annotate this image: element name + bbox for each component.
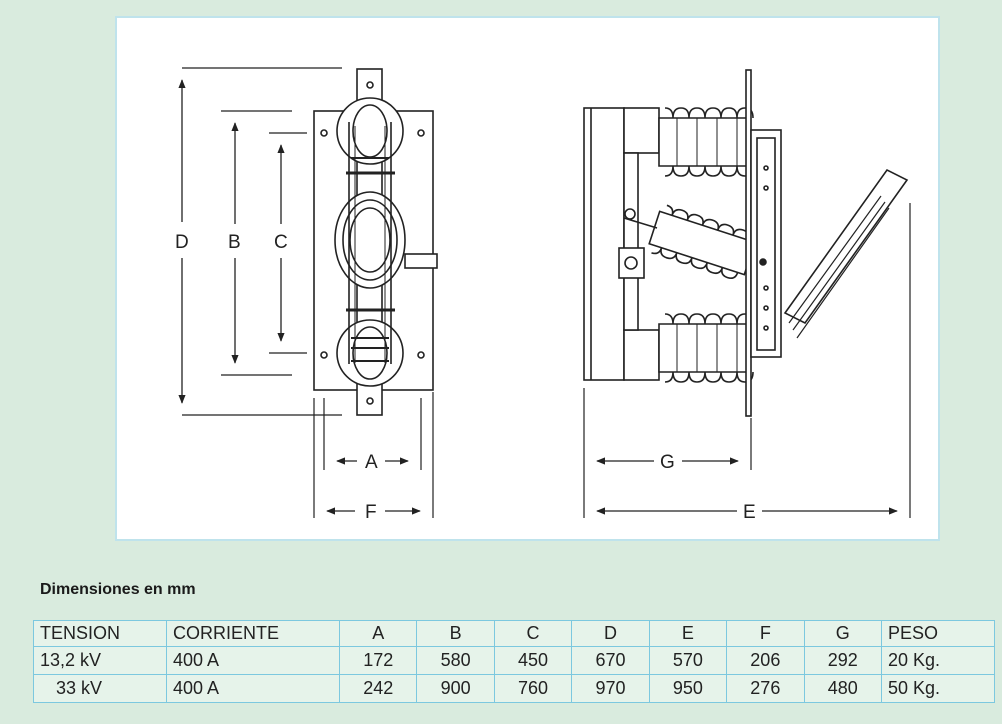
cell-a: 172 <box>338 646 418 675</box>
section-title: Dimensiones en mm <box>40 581 196 598</box>
col-header-tension: TENSION <box>33 620 167 647</box>
col-header-c: C <box>493 620 573 647</box>
cell-c: 450 <box>493 646 573 675</box>
col-header-e: E <box>648 620 728 647</box>
cell-b: 580 <box>416 646 495 675</box>
cell-corriente: 400 A <box>166 646 340 675</box>
cell-e: 570 <box>648 646 728 675</box>
cell-c: 760 <box>493 674 573 703</box>
cell-f: 276 <box>726 674 805 703</box>
cell-tension: 33 kV <box>33 674 167 703</box>
dimension-drawing: D B C A F G E <box>175 67 911 523</box>
col-header-d: D <box>571 620 650 647</box>
dimensions-table: TENSION CORRIENTE A B C D E F G PESO 13,… <box>33 620 995 703</box>
dim-label-g: G <box>660 452 675 473</box>
front-view <box>313 68 438 416</box>
cell-peso: 50 Kg. <box>881 674 995 703</box>
cell-g: 292 <box>803 646 883 675</box>
side-view <box>583 69 909 417</box>
cell-d: 670 <box>571 646 650 675</box>
dim-label-b: B <box>228 232 241 253</box>
col-header-b: B <box>416 620 495 647</box>
col-header-f: F <box>726 620 805 647</box>
col-header-peso: PESO <box>881 620 995 647</box>
dim-label-c: C <box>274 232 288 253</box>
cell-e: 950 <box>648 674 728 703</box>
col-header-corriente: CORRIENTE <box>166 620 340 647</box>
cell-f: 206 <box>726 646 805 675</box>
cell-corriente: 400 A <box>166 674 340 703</box>
cell-peso: 20 Kg. <box>881 646 995 675</box>
technical-drawing-panel: D B C A F G E <box>115 16 940 541</box>
dim-label-a: A <box>365 452 378 473</box>
cell-b: 900 <box>416 674 495 703</box>
table-header-row: TENSION CORRIENTE A B C D E F G PESO <box>33 620 995 647</box>
table-row: 33 kV 400 A 242 900 760 970 950 276 480 … <box>33 674 995 703</box>
cell-tension: 13,2 kV <box>33 646 167 675</box>
cell-g: 480 <box>803 674 883 703</box>
dim-label-e: E <box>743 502 756 523</box>
cell-d: 970 <box>571 674 650 703</box>
dim-label-f: F <box>365 502 377 523</box>
table-row: 13,2 kV 400 A 172 580 450 670 570 206 29… <box>33 646 995 675</box>
dim-label-d: D <box>175 232 189 253</box>
col-header-a: A <box>338 620 418 647</box>
cell-a: 242 <box>338 674 418 703</box>
col-header-g: G <box>803 620 883 647</box>
